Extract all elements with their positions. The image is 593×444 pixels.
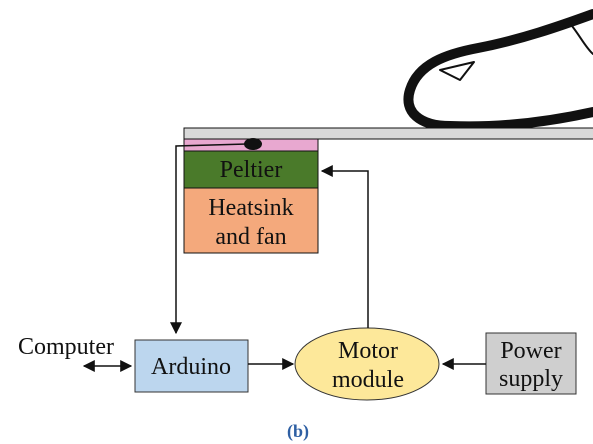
arduino-block [134, 339, 249, 393]
finger-illustration [403, 9, 593, 132]
power-supply-block [485, 332, 577, 395]
thermistor-dot [244, 138, 262, 150]
motor-label-line2: module [332, 367, 404, 393]
peltier-label: Peltier [220, 157, 283, 183]
surface-plate [183, 127, 593, 140]
peltier-block [183, 150, 319, 189]
sensor-wire [170, 143, 248, 335]
motor-label-line1: Motor [338, 338, 398, 364]
heatsink-label-line1: Heatsink [208, 195, 293, 221]
heatsink-label-line2: and fan [215, 224, 286, 250]
arduino-label: Arduino [151, 354, 231, 380]
power-label-line1: Power [500, 338, 561, 364]
computer-label: Computer [18, 334, 114, 360]
power-label-line2: supply [499, 366, 563, 392]
motor-module [294, 327, 440, 401]
motor-peltier-arrow [320, 165, 369, 328]
heatsink-block [183, 187, 319, 254]
figure-caption: (b) [287, 421, 309, 442]
